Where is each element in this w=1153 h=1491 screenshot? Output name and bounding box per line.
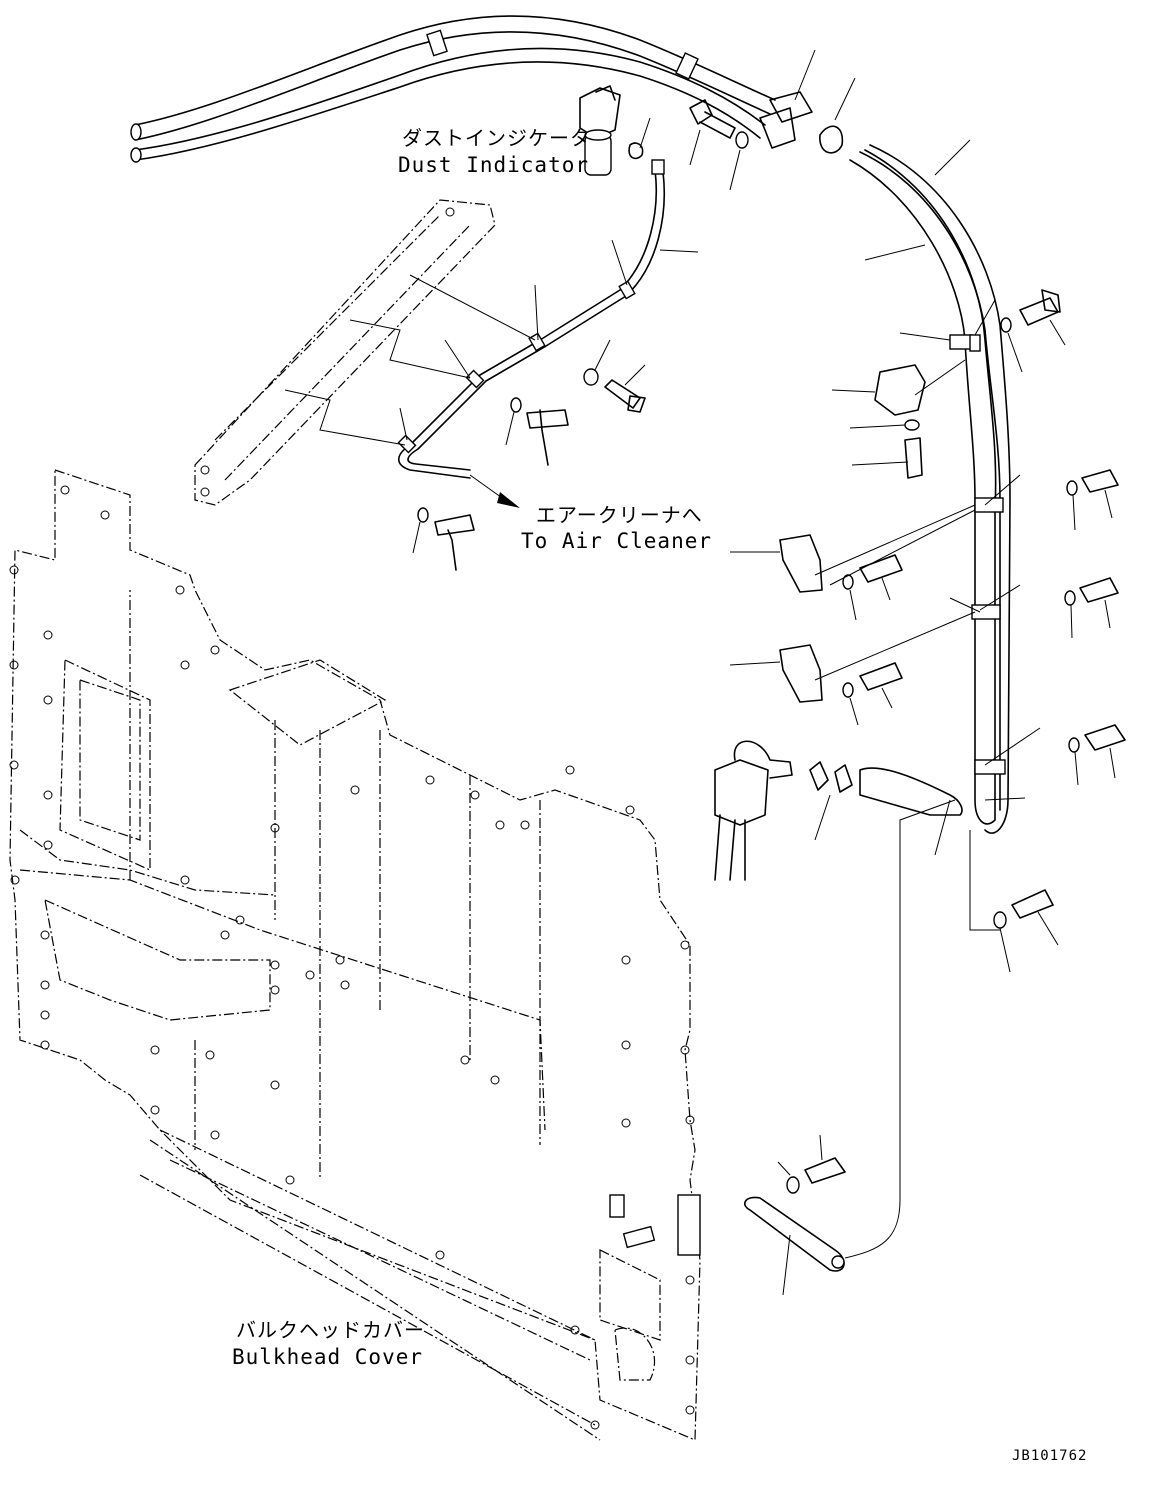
dust-indicator-part <box>579 85 651 176</box>
bulkhead-cover-label-jp: バルクヘッドカバー <box>236 1318 425 1342</box>
tube-bolts <box>412 339 646 571</box>
dust-indicator-label-jp: ダストインジケータ <box>402 126 591 150</box>
top-hoses <box>130 15 776 163</box>
hose-connector <box>714 740 963 881</box>
bulkhead-cover-part <box>9 469 701 1441</box>
indicator-tube <box>397 159 699 479</box>
right-bolts <box>993 289 1126 973</box>
side-bracket <box>194 199 536 506</box>
air-cleaner-label-jp: エアークリーナへ <box>536 503 703 527</box>
dust-indicator-label-en: Dust Indicator <box>398 153 590 177</box>
bulkhead-cover-label-en: Bulkhead Cover <box>232 1345 424 1369</box>
top-bolt <box>689 99 749 191</box>
hose-bracket <box>831 359 966 479</box>
top-clamp-bracket <box>759 49 856 154</box>
right-twin-hose <box>849 139 1041 834</box>
cover-bolt-heads <box>9 485 695 1430</box>
bottom-strap <box>744 799 1000 1296</box>
drawing-code: JB101762 <box>1012 1448 1088 1464</box>
air-cleaner-arrow <box>469 474 520 508</box>
hose-clips <box>729 504 976 726</box>
air-cleaner-label-en: To Air Cleaner <box>521 529 713 553</box>
